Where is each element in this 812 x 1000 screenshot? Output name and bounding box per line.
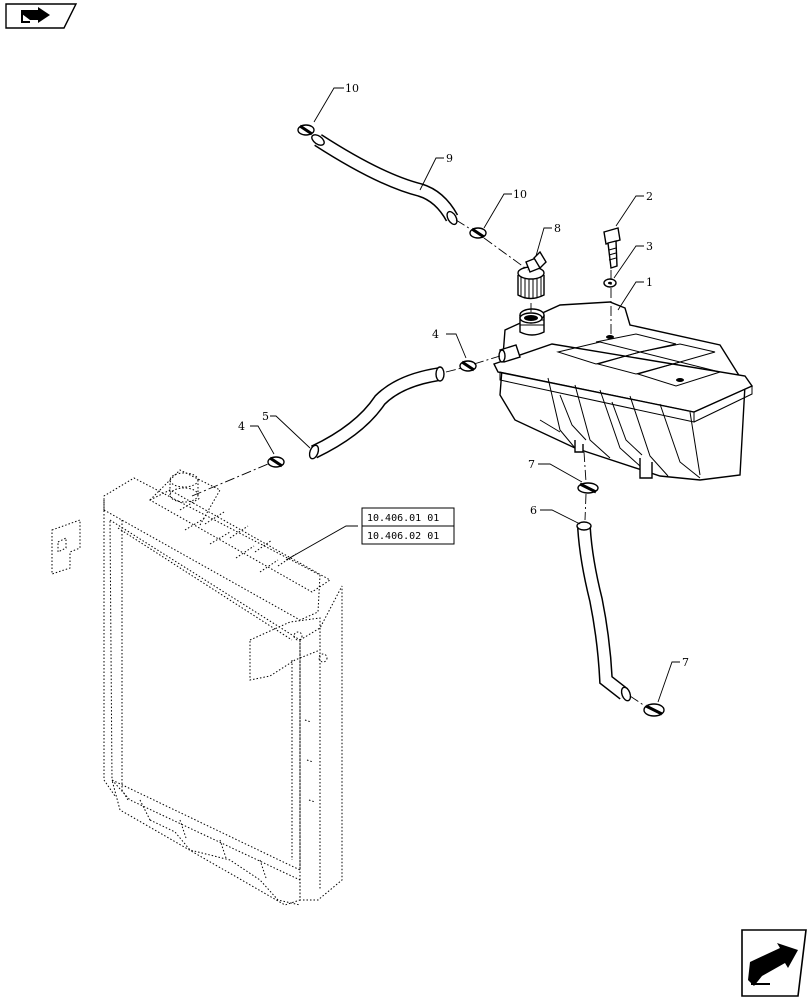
leader-lines: [250, 87, 680, 703]
callout-1: 1: [646, 276, 653, 289]
callout-labels: 10 9 10 8 2 3 1 4 4 5 7 6 7: [238, 82, 689, 669]
callout-9: 9: [446, 152, 453, 165]
hose-top: [311, 134, 459, 226]
callout-3: 3: [646, 240, 653, 253]
hose-middle: [308, 366, 445, 460]
expansion-tank: [493, 301, 754, 481]
hose-lower: [576, 521, 632, 702]
hose-clamp: [267, 456, 285, 468]
callout-6: 6: [530, 504, 537, 517]
bolt: [603, 227, 621, 269]
washer: [603, 278, 617, 288]
callout-7-lower: 7: [682, 656, 689, 669]
callout-10-top: 10: [345, 82, 359, 95]
next-page-icon[interactable]: [741, 929, 807, 997]
hose-clamp: [643, 703, 665, 717]
callout-4-lower: 4: [238, 420, 245, 433]
reference-link-1: 10.406.01 01: [367, 513, 439, 524]
callout-7-upper: 7: [528, 458, 535, 471]
reference-link-2: 10.406.02 01: [367, 531, 439, 542]
previous-page-icon[interactable]: [5, 3, 78, 29]
hose-clamp: [297, 124, 315, 136]
filler-cap: [517, 250, 547, 324]
hose-clamp: [577, 482, 599, 494]
radiator: [51, 469, 343, 906]
callout-8: 8: [554, 222, 561, 235]
hose-clamp: [459, 360, 477, 372]
callout-10: 10: [513, 188, 527, 201]
callout-2: 2: [646, 190, 653, 203]
hose-clamp: [469, 227, 487, 239]
reference-boxes[interactable]: 10.406.01 01 10.406.02 01: [361, 507, 455, 545]
callout-4-upper: 4: [432, 328, 439, 341]
callout-5: 5: [262, 410, 269, 423]
